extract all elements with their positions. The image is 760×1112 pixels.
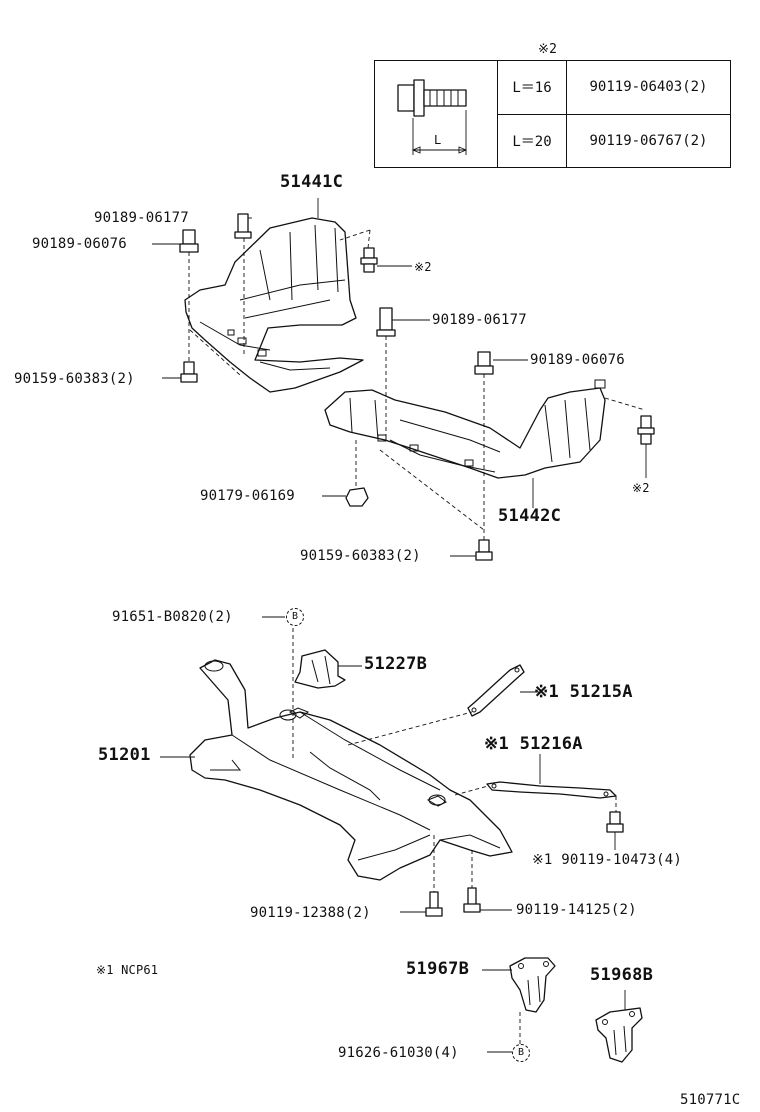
mark-b-top: B (286, 608, 304, 626)
nut-90179-06169 (345, 487, 369, 507)
clip-90189-06177-a (234, 213, 252, 239)
label-51967b: 51967B (406, 959, 470, 979)
brace-51216a (486, 781, 617, 799)
table-row: L＝20 90119-06767(2) (375, 113, 731, 168)
label-90189-06076-b: 90189-06076 (530, 352, 625, 368)
bolt-90119-10473 (606, 811, 624, 833)
part-number-cell: 90119-06767(2) (566, 113, 731, 168)
label-90179-06169: 90179-06169 (200, 488, 295, 504)
label-90189-06177-b: 90189-06177 (432, 312, 527, 328)
cover-51442c (324, 379, 606, 479)
table-row: L＝16 90119-06403(2) (374, 60, 731, 168)
bolt-90119-12388 (425, 891, 443, 917)
label-51441c: 51441C (280, 172, 344, 192)
clip-90189-06076-b (474, 351, 494, 375)
cover-51441c (184, 217, 364, 393)
label-90189-06076-a: 90189-06076 (32, 236, 127, 252)
diagram-id: 510771C (680, 1092, 741, 1108)
label-90119-12388: 90119-12388(2) (250, 905, 371, 921)
bolt-cell (374, 60, 498, 168)
label-51216a: ※1 51216A (484, 734, 583, 754)
label-91626-61030: 91626-61030(4) (338, 1045, 459, 1061)
mark-b-bottom: B (512, 1044, 530, 1062)
label-51215a: ※1 51215A (534, 682, 633, 702)
length-cell: L＝20 (497, 113, 567, 168)
label-90159-60383-a: 90159-60383(2) (14, 371, 135, 387)
clip-90189-06177-b (376, 307, 396, 337)
label-90159-60383-b: 90159-60383(2) (300, 548, 421, 564)
label-90189-06177-a: 90189-06177 (94, 210, 189, 226)
label-90119-10473: ※1 90119-10473(4) (532, 852, 682, 868)
label-51227b: 51227B (364, 654, 428, 674)
label-90119-14125: 90119-14125(2) (516, 902, 637, 918)
part-number-cell: 90119-06403(2) (566, 60, 731, 115)
crossmember-51201 (189, 659, 513, 881)
bolt-note2-a (360, 247, 378, 273)
label-51442c: 51442C (498, 506, 562, 526)
label-51201: 51201 (98, 745, 151, 765)
bolt-90159-60383-a (180, 361, 198, 383)
label-51968b: 51968B (590, 965, 654, 985)
label-note2-a: ※2 (414, 260, 432, 274)
spec-note-mark: ※2 (538, 42, 558, 57)
length-cell: L＝16 (497, 60, 567, 115)
clip-90189-06076-a (179, 229, 199, 253)
note-ncp61: ※1 NCP61 (96, 963, 159, 977)
mount-51227b (294, 649, 346, 689)
label-91651-b0820: 91651-B0820(2) (112, 609, 233, 625)
label-note2-b: ※2 (632, 481, 650, 495)
brace-51215a (467, 664, 525, 717)
bracket-51968b (595, 1007, 643, 1063)
bracket-51967b (509, 957, 556, 1013)
length-dimension-label: L (434, 133, 442, 147)
bolt-note2-b (637, 415, 655, 445)
bolt-90159-60383-b (475, 539, 493, 561)
spec-table: L＝16 90119-06403(2) L＝20 90119-06767(2) (374, 60, 731, 168)
bolt-90119-14125 (463, 887, 481, 913)
